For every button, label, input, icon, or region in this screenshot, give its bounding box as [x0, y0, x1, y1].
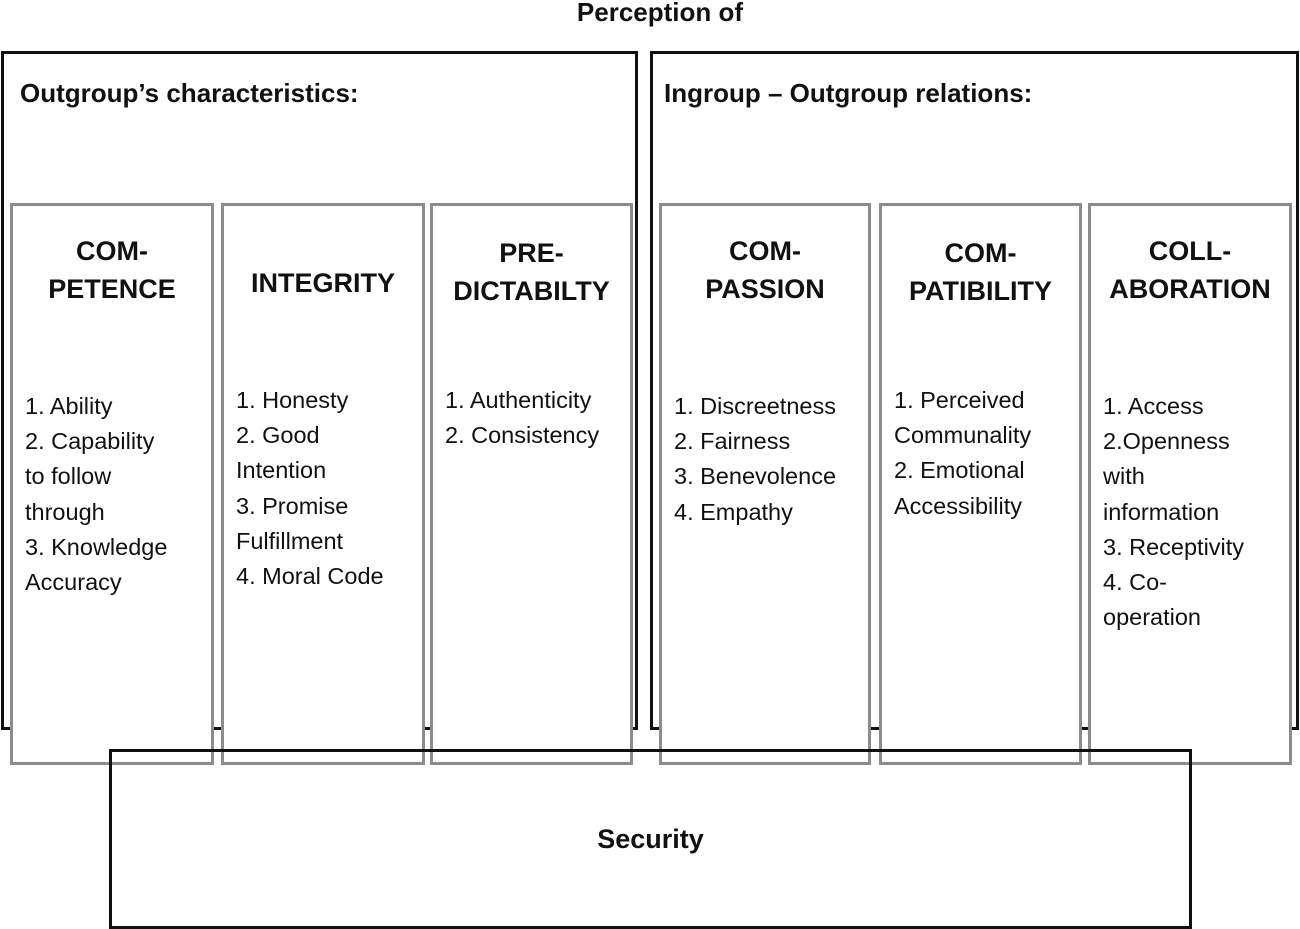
list-item: Communality	[894, 422, 1032, 449]
list-item: 3. Knowledge	[25, 533, 168, 560]
column-heading-line: PASSION	[705, 274, 825, 304]
list-item: 2. Fairness	[674, 428, 791, 455]
list-item: to follow	[25, 463, 112, 490]
list-item: 2. Emotional	[894, 457, 1025, 484]
ingroup-outgroup-relations-group: Ingroup – Outgroup relations: COM- PASSI…	[650, 51, 1299, 765]
list-item: Accuracy	[25, 569, 122, 596]
list-item: 3. Receptivity	[1103, 533, 1245, 560]
list-item: 1. Access	[1103, 393, 1204, 419]
column-heading: PRE- DICTABILTY	[433, 234, 630, 310]
column-heading-line: COM-	[729, 236, 801, 266]
list-item: 2. Consistency	[445, 422, 600, 449]
column-heading-line: PETENCE	[48, 274, 176, 304]
list-item: Accessibility	[894, 492, 1022, 519]
column-item-list: 1. Discreetness 2. Fairness 3. Benevolen…	[674, 389, 864, 530]
list-item: 2. Good	[236, 422, 320, 449]
list-item: 2.Openness	[1103, 428, 1230, 455]
integrity-column: INTEGRITY 1. Honesty 2. Good Intention 3…	[221, 203, 425, 765]
column-heading-line: COLL-	[1148, 236, 1232, 266]
column-heading-line: ABORATION	[1109, 274, 1271, 304]
collaboration-column: COLL- ABORATION 1. Access 2.Openness wit…	[1088, 203, 1292, 765]
column-heading: COLL- ABORATION	[1091, 232, 1289, 308]
list-item: information	[1103, 498, 1220, 525]
diagram-title: Perception of	[576, 0, 744, 27]
column-heading-line: DICTABILTY	[453, 276, 610, 306]
column-heading: INTEGRITY	[224, 264, 422, 302]
column-heading-line: COM-	[76, 236, 148, 266]
list-item: 4. Co-	[1103, 569, 1167, 596]
competence-column: COM- PETENCE 1. Ability 2. Capability to…	[10, 203, 214, 765]
column-heading-line: COM-	[944, 238, 1017, 268]
list-item: 1. Discreetness	[674, 393, 836, 419]
column-item-list: 1. Perceived Communality 2. Emotional Ac…	[894, 383, 1075, 524]
column-heading-line: PRE-	[499, 238, 564, 268]
group-heading: Ingroup – Outgroup relations:	[664, 78, 1033, 108]
list-item: 1. Perceived	[894, 387, 1025, 413]
list-item: 4. Empathy	[674, 498, 793, 525]
compassion-column: COM- PASSION 1. Discreetness 2. Fairness…	[659, 203, 871, 765]
list-item: 1. Ability	[25, 393, 113, 419]
column-heading-line: INTEGRITY	[250, 268, 395, 298]
column-item-list: 1. Authenticity 2. Consistency	[445, 383, 626, 453]
list-item: 4. Moral Code	[236, 563, 384, 590]
column-item-list: 1. Honesty 2. Good Intention 3. Promise …	[236, 383, 418, 594]
list-item: through	[25, 498, 105, 525]
outgroup-characteristics-group: Outgroup’s characteristics: COM- PETENCE…	[1, 51, 638, 765]
predictability-column: PRE- DICTABILTY 1. Authenticity 2. Consi…	[430, 203, 633, 765]
column-heading: COM- PATIBILITY	[882, 234, 1079, 310]
list-item: Intention	[236, 457, 327, 484]
list-item: 2. Capability	[25, 428, 155, 455]
column-heading-line: PATIBILITY	[909, 276, 1052, 306]
list-item: 1. Authenticity	[445, 387, 592, 413]
list-item: 3. Promise	[236, 492, 349, 519]
list-item: Fulfillment	[236, 527, 344, 554]
column-heading: COM- PASSION	[662, 232, 868, 308]
column-heading: COM- PETENCE	[13, 232, 211, 308]
column-item-list: 1. Access 2.Openness with information 3.…	[1103, 389, 1285, 635]
list-item: operation	[1103, 604, 1201, 631]
compatibility-column: COM- PATIBILITY 1. Perceived Communality…	[879, 203, 1082, 765]
list-item: 3. Benevolence	[674, 463, 837, 490]
security-box: Security	[109, 749, 1192, 929]
column-item-list: 1. Ability 2. Capability to follow throu…	[25, 389, 207, 600]
group-heading: Outgroup’s characteristics:	[20, 78, 359, 108]
list-item: 1. Honesty	[236, 387, 349, 413]
security-label: Security	[597, 824, 704, 854]
list-item: with	[1103, 463, 1145, 490]
